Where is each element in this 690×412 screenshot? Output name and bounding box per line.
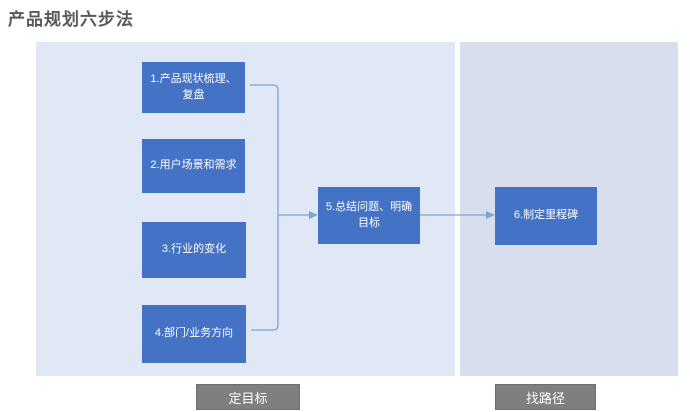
- step-box-5: 5.总结问题、明确目标: [318, 187, 420, 244]
- step-box-1: 1.产品现状梳理、复盘: [142, 62, 245, 113]
- step-box-6: 6.制定里程碑: [495, 187, 597, 245]
- page-title: 产品规划六步法: [8, 10, 134, 29]
- step-box-2: 2.用户场景和需求: [142, 139, 245, 193]
- step-box-3: 3.行业的变化: [142, 222, 246, 278]
- step-box-4: 4.部门/业务方向: [142, 305, 246, 363]
- phase-label-path: 找路径: [495, 384, 596, 410]
- phase-label-goal: 定目标: [196, 384, 300, 410]
